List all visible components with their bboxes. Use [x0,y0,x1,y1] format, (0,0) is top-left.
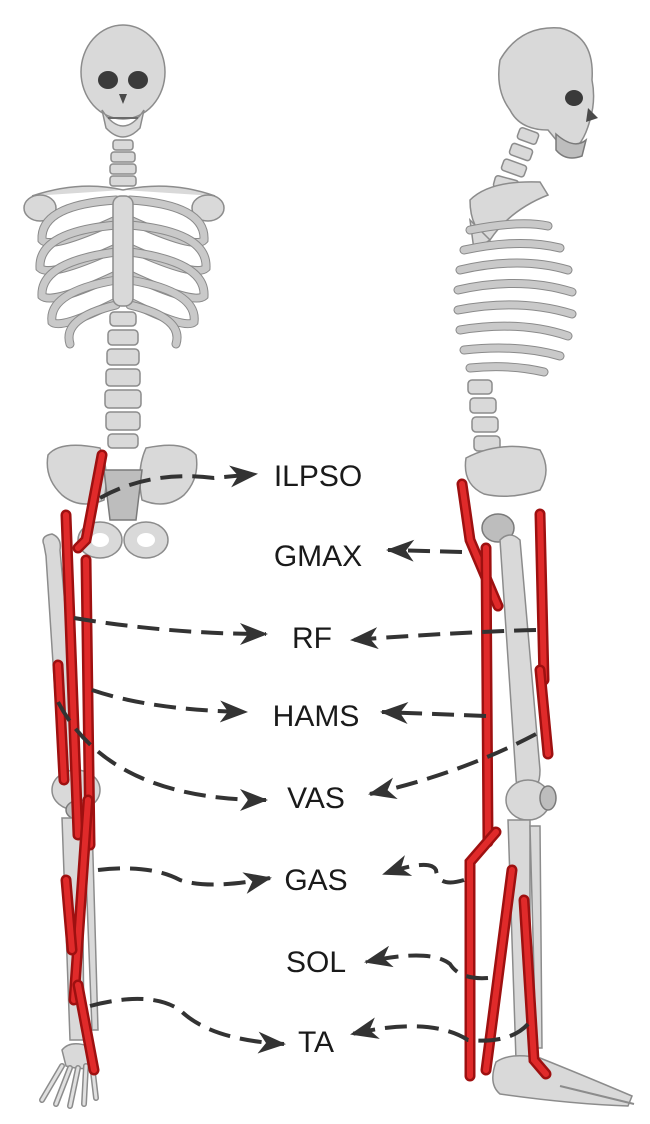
label-vas: VAS [287,782,345,815]
label-gmax: GMAX [274,540,362,573]
label-hams: HAMS [273,700,360,733]
arrow-hams-right [382,712,486,716]
muscle-labels: ILPSO GMAX RF HAMS VAS GAS SOL TA [273,460,363,1059]
front-skeleton [24,25,224,1106]
side-skull [499,28,598,158]
arrow-gas-right [384,865,464,883]
label-gas: GAS [284,864,347,897]
arrow-gas-left [98,868,270,884]
label-sol: SOL [286,946,346,979]
label-ta: TA [298,1026,334,1059]
side-foot [493,1056,634,1106]
front-skull [81,25,165,137]
arrow-vas-right [370,734,536,794]
label-ilpso: ILPSO [274,460,362,493]
front-cervical-spine [110,140,136,186]
front-lumbar-spine [105,312,141,448]
side-lumbar-spine [468,380,500,451]
arrow-ta-right [352,1024,528,1041]
arrow-rf-left [74,618,266,634]
label-rf: RF [292,622,332,655]
side-ribcage [458,224,572,372]
arrow-gmax [388,550,462,552]
arrow-ta-left [90,999,284,1044]
arrow-hams-left [92,690,246,712]
